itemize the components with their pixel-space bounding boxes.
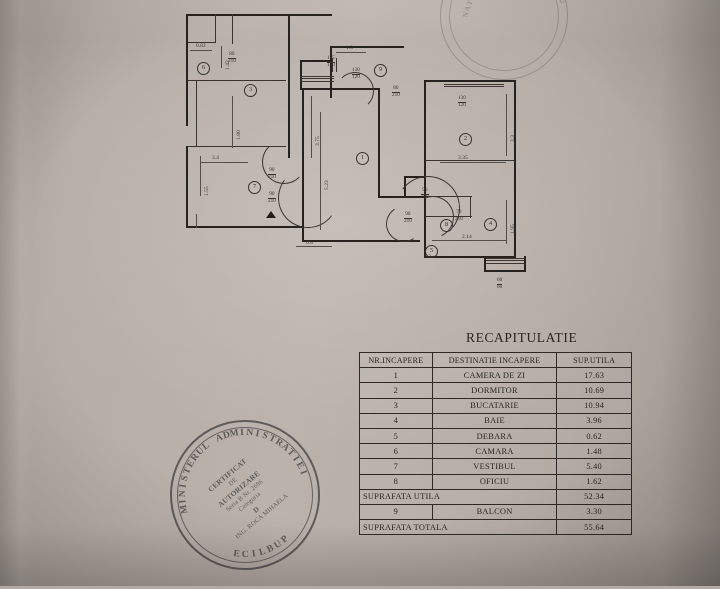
opening-label-window-130-balcony: 130 120: [352, 68, 360, 80]
room-marker-1: 1: [356, 152, 369, 165]
opening-height: 210: [404, 219, 412, 225]
opening-height: 120: [458, 103, 466, 109]
cell-room-destination: CAMERA DE ZI: [432, 368, 557, 383]
dimension-3-75: 3.75: [315, 136, 321, 146]
room-marker-9: 9: [374, 64, 387, 77]
room-marker-6: 6: [197, 62, 210, 75]
opening-label-window-115: 115 120: [327, 56, 335, 68]
opening-height: 210: [455, 217, 463, 223]
dimension-0-82: 0.82: [196, 43, 206, 49]
dimension-3-35: 3.35: [458, 155, 468, 161]
header-room-number: NR.INCAPERE: [360, 353, 433, 368]
opening-label-camara-door: 80 210: [228, 52, 236, 64]
room-marker-8: 8: [440, 219, 453, 232]
cell-room-number: 7: [360, 459, 433, 474]
opening-height: 210: [268, 175, 276, 181]
room-marker-7: 7: [248, 181, 261, 194]
floor-plan-drawing: 6 3 9 1 2 7 8 5 4 0.82 1.42 3.75 1.80 3.…: [0, 0, 600, 310]
opening-height: 120: [327, 63, 335, 69]
opening-height: 210: [228, 59, 236, 65]
cell-room-number: 4: [360, 413, 433, 428]
room-schedule-table: NR.INCAPERE DESTINATIE INCAPERE SUP.UTIL…: [359, 352, 632, 535]
dimension-3-3: 3.3: [510, 135, 516, 142]
cell-useful-area: 1.48: [557, 444, 632, 459]
cell-useful-area: 0.62: [557, 428, 632, 443]
cell-room-number: 9: [360, 504, 433, 519]
cell-room-number: 5: [360, 428, 433, 443]
cell-useful-area: 5.40: [557, 459, 632, 474]
opening-height: 60: [497, 285, 502, 291]
opening-label-door-70-bath: 70 210: [455, 210, 463, 222]
opening-label-door-80-corridor: 80 210: [392, 86, 400, 98]
cell-room-number: 2: [360, 383, 433, 398]
cell-subtotal-label: SUPRAFATA UTILA: [360, 489, 557, 504]
cell-useful-area: 1.62: [557, 474, 632, 489]
cell-room-destination: BALCON: [432, 504, 557, 519]
room-marker-4: 4: [484, 218, 497, 231]
cell-room-destination: DEBARA: [432, 428, 557, 443]
cell-total-area: 55.64: [557, 520, 632, 535]
dimension-3-4: 3.4: [212, 155, 219, 161]
opening-label-door-90-kitchen: 90 210: [268, 168, 276, 180]
cell-room-number: 3: [360, 398, 433, 413]
entry-direction-marker: [266, 211, 276, 218]
opening-label-door-90-entry: 90 210: [268, 192, 276, 204]
opening-label-window-60-balcony: 60 60: [497, 278, 502, 290]
dimension-1-55: 1.55: [204, 186, 210, 196]
cell-room-number: 1: [360, 368, 433, 383]
dimension-1-2: 1.2: [424, 254, 431, 260]
opening-height: 210: [421, 195, 429, 201]
opening-label-door-90-hall: 90 210: [404, 212, 412, 224]
opening-height: 210: [392, 93, 400, 99]
cell-room-destination: BUCATARIE: [432, 398, 557, 413]
opening-label-window-130-room2: 130 120: [458, 96, 466, 108]
opening-height: 120: [352, 75, 360, 81]
room-marker-3: 3: [244, 84, 257, 97]
table-title: RECAPITULATIE: [466, 330, 577, 346]
cell-useful-area: 3.30: [557, 504, 632, 519]
cell-room-number: 6: [360, 444, 433, 459]
cell-room-destination: VESTIBUL: [432, 459, 557, 474]
header-useful-area: SUP.UTILA: [557, 353, 632, 368]
header-room-destination: DESTINATIE INCAPERE: [432, 353, 557, 368]
cell-room-destination: OFICIU: [432, 474, 557, 489]
cell-room-number: 8: [360, 474, 433, 489]
dimension-5-23: 5.23: [324, 180, 330, 190]
dimension-1-3: 1.3: [346, 45, 353, 51]
room-marker-2: 2: [459, 133, 472, 146]
opening-label-door-90-room2: 90 210: [421, 188, 429, 200]
cell-useful-area: 3.96: [557, 413, 632, 428]
cell-useful-area: 10.69: [557, 383, 632, 398]
table-header-row: NR.INCAPERE DESTINATIE INCAPERE SUP.UTIL…: [360, 353, 632, 368]
cell-room-destination: CAMARA: [432, 444, 557, 459]
cell-useful-area: 17.63: [557, 368, 632, 383]
dimension-1-80: 1.80: [236, 130, 242, 140]
cell-total-label: SUPRAFATA TOTALA: [360, 520, 557, 535]
opening-height: 210: [268, 199, 276, 205]
cell-subtotal-area: 52.34: [557, 489, 632, 504]
dimension-2-14: 2.14: [462, 234, 472, 240]
dimension-0-8: 0.8: [306, 240, 313, 246]
cell-room-destination: DORMITOR: [432, 383, 557, 398]
cell-room-destination: BAIE: [432, 413, 557, 428]
dimension-1-95: 1.95: [510, 224, 516, 234]
cell-useful-area: 10.94: [557, 398, 632, 413]
